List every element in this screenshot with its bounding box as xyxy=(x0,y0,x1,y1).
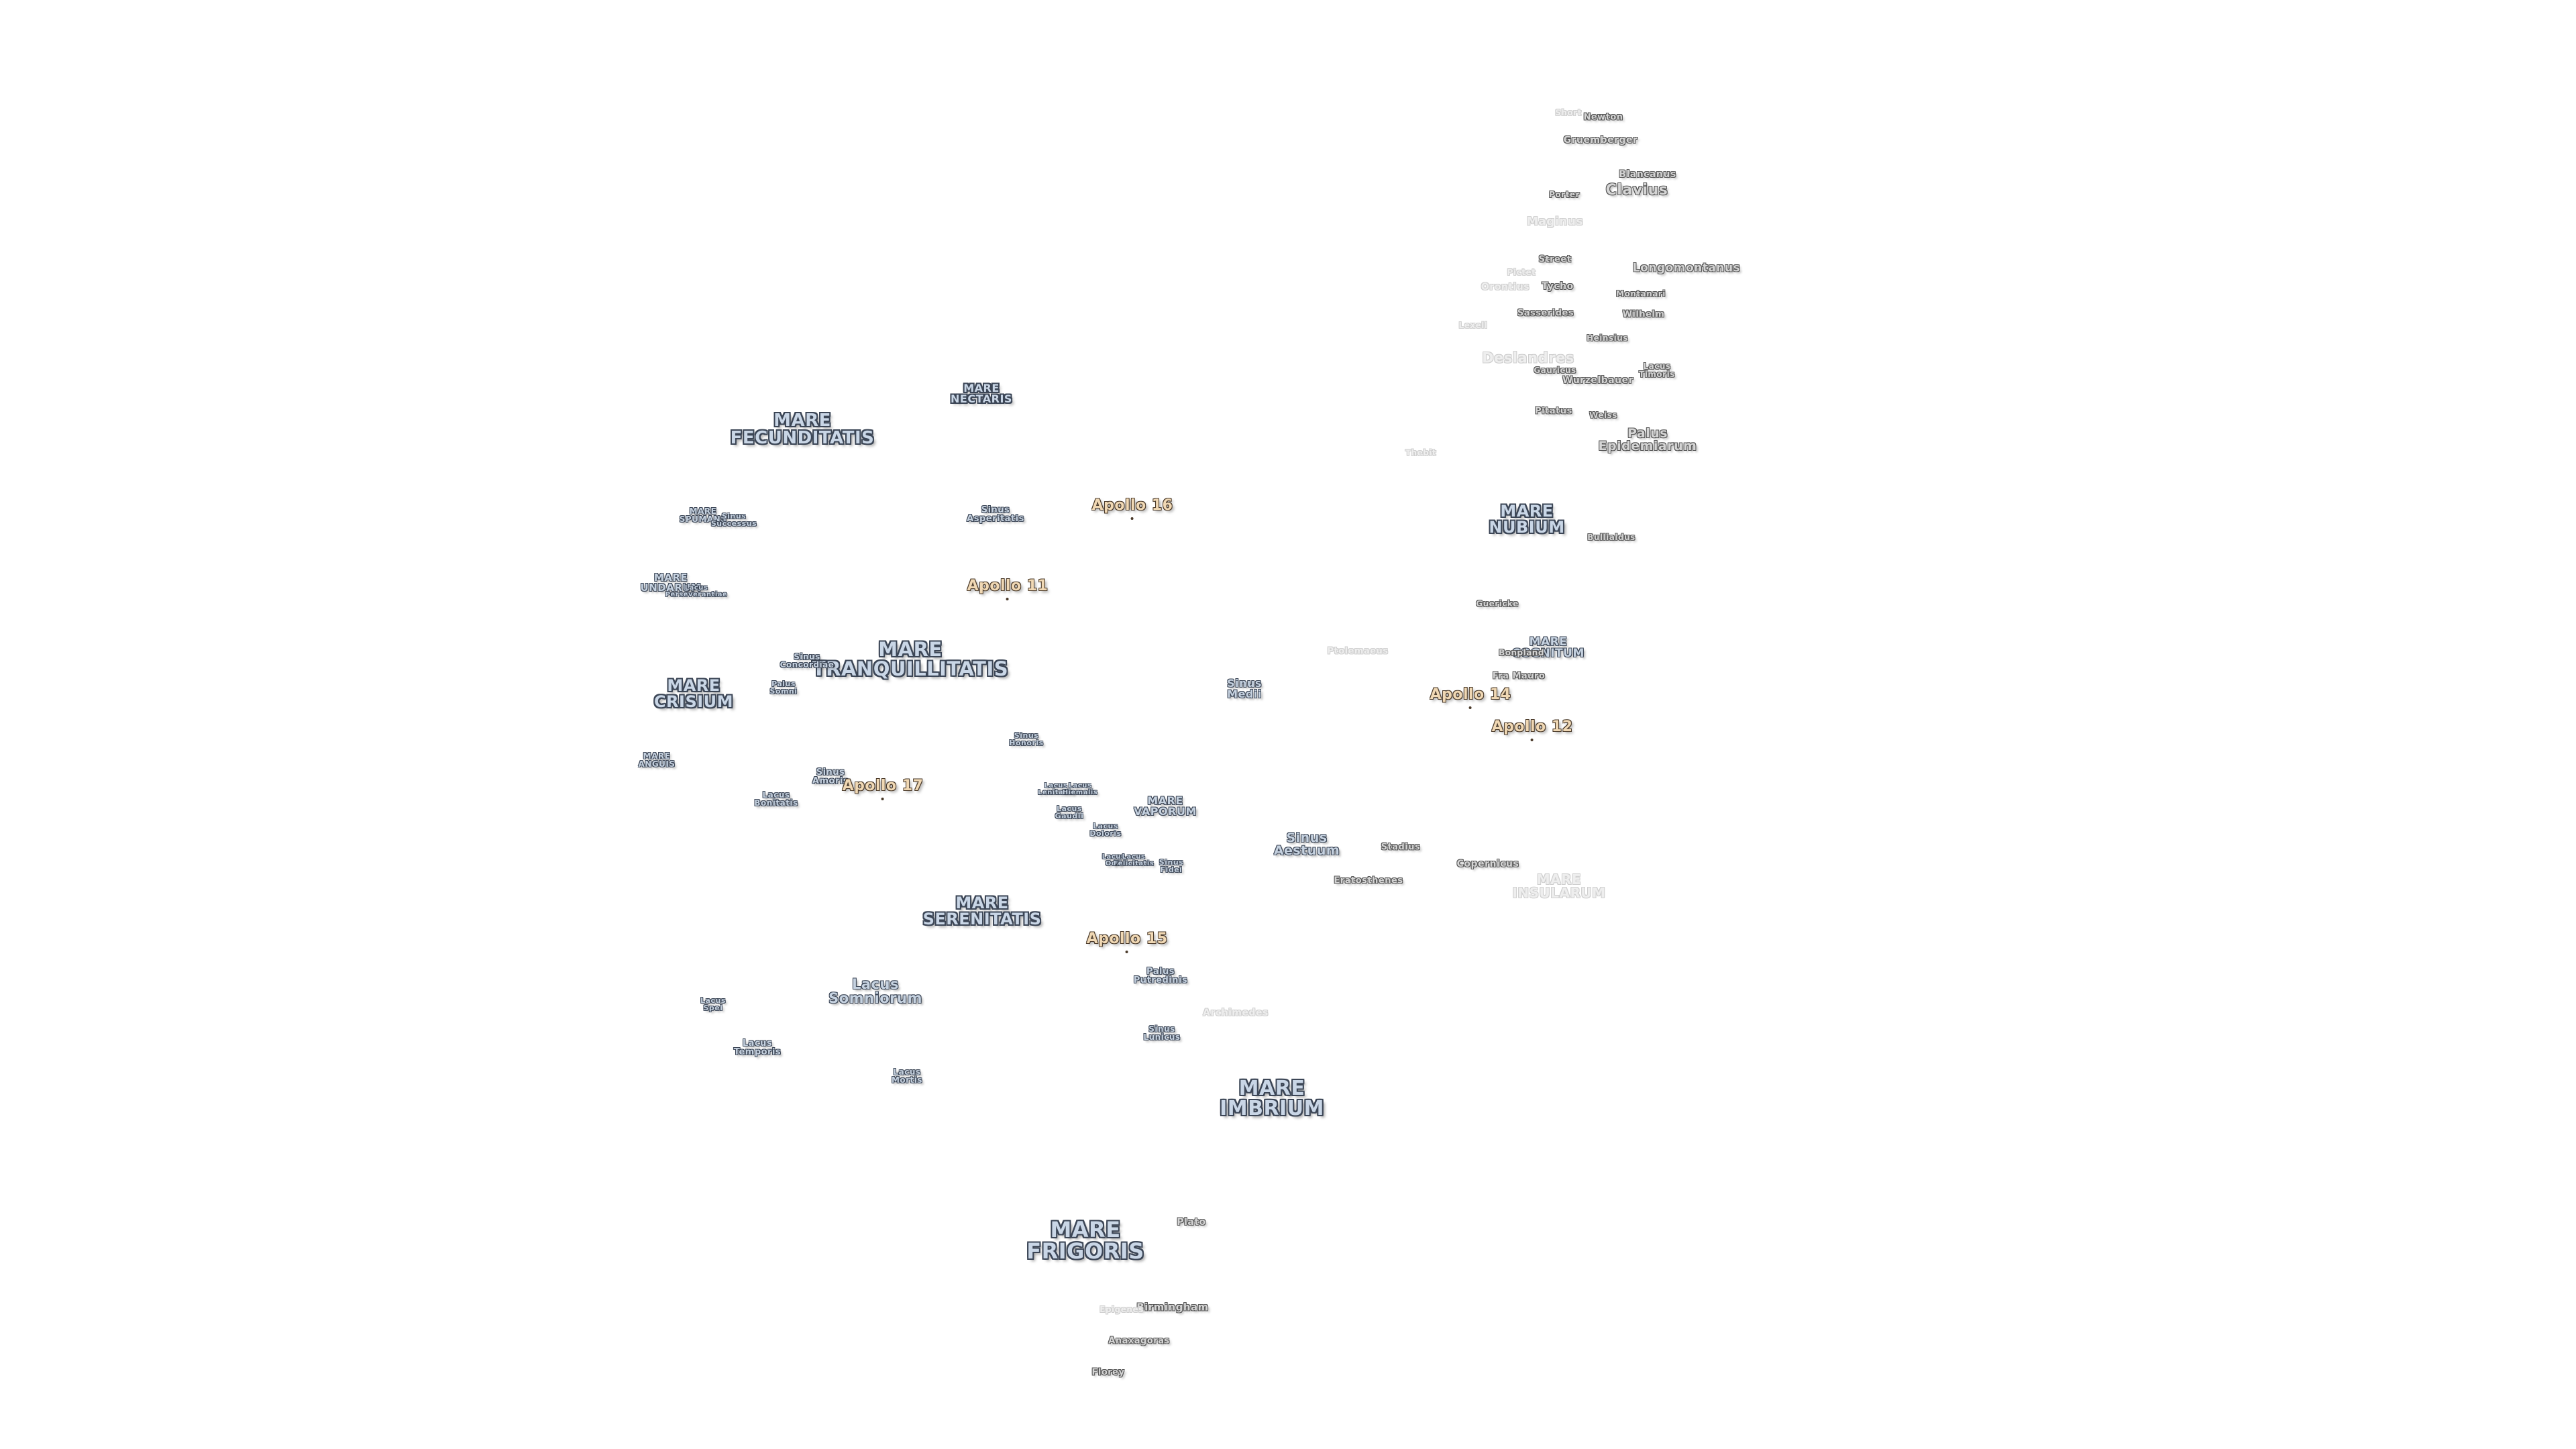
crater-pictet-label: Pictet xyxy=(1507,268,1536,277)
crater-sasserides-label: Sasserides xyxy=(1517,308,1574,319)
crater-short-label: Short xyxy=(1555,108,1582,117)
crater-eratosthenes-label: Eratosthenes xyxy=(1334,875,1403,886)
crater-archimedes-label: Archimedes xyxy=(1203,1008,1269,1018)
crater-gruemberger-label: Gruemberger xyxy=(1563,135,1638,146)
crater-copernicus-label: Copernicus xyxy=(1456,859,1519,869)
crater-thebit-label: Thebit xyxy=(1405,448,1437,458)
crater-lexell-label: Lexell xyxy=(1458,321,1488,330)
crater-ptolemaeus-label: Ptolemaeus xyxy=(1327,646,1389,657)
crater-heinsius-label: Heinsius xyxy=(1587,333,1628,343)
apollo-14-marker[interactable]: Apollo 14 xyxy=(1430,686,1511,709)
apollo-16-marker[interactable]: Apollo 16 xyxy=(1091,497,1173,520)
apollo-15-marker[interactable]: Apollo 15 xyxy=(1086,930,1168,953)
crater-florey-label: Florey xyxy=(1091,1367,1125,1378)
crater-newton-label: Newton xyxy=(1583,112,1623,123)
crater-weiss-label: Weiss xyxy=(1589,411,1617,420)
crater-guericke-label: Guericke xyxy=(1476,599,1519,608)
crater-wilhelm-label: Wilhelm xyxy=(1622,309,1665,320)
crater-orontius-label: Orontius xyxy=(1481,282,1530,292)
crater-stadius-label: Stadius xyxy=(1381,842,1421,853)
crater-montanari-label: Montanari xyxy=(1616,289,1666,299)
crater-wurzelbauer-label: Wurzelbauer xyxy=(1562,375,1634,386)
crater-maginus-label: Maginus xyxy=(1526,215,1584,229)
crater-anaxagoras-label: Anaxagoras xyxy=(1108,1336,1170,1346)
crater-plato-label: Plato xyxy=(1177,1217,1206,1228)
crater-fra-mauro-label: Fra Mauro xyxy=(1492,671,1546,682)
crater-bonpland-label: Bonpland xyxy=(1499,648,1544,657)
crater-porter-label: Porter xyxy=(1549,190,1580,199)
crater-epigenes-label: Epigenes xyxy=(1099,1305,1144,1314)
crater-street-label: Street xyxy=(1538,254,1572,265)
crater-clavius-label: Clavius xyxy=(1605,182,1668,199)
crater-tycho-label: Tycho xyxy=(1542,281,1574,292)
crater-bullialdus-label: Bullialdus xyxy=(1587,533,1635,542)
crater-gauricus-label: Gauricus xyxy=(1534,366,1576,375)
crater-blancanus-label: Blancanus xyxy=(1619,169,1676,180)
apollo-12-marker[interactable]: Apollo 12 xyxy=(1491,718,1573,741)
crater-longomontanus-label: Longomontanus xyxy=(1632,261,1741,275)
apollo-11-marker[interactable]: Apollo 11 xyxy=(967,578,1049,600)
apollo-17-marker[interactable]: Apollo 17 xyxy=(842,777,924,800)
crater-pitatus-label: Pitatus xyxy=(1535,406,1572,417)
crater-birmingham-label: Birmingham xyxy=(1136,1301,1209,1313)
crater-deslandres-label: Deslandres xyxy=(1482,350,1574,366)
